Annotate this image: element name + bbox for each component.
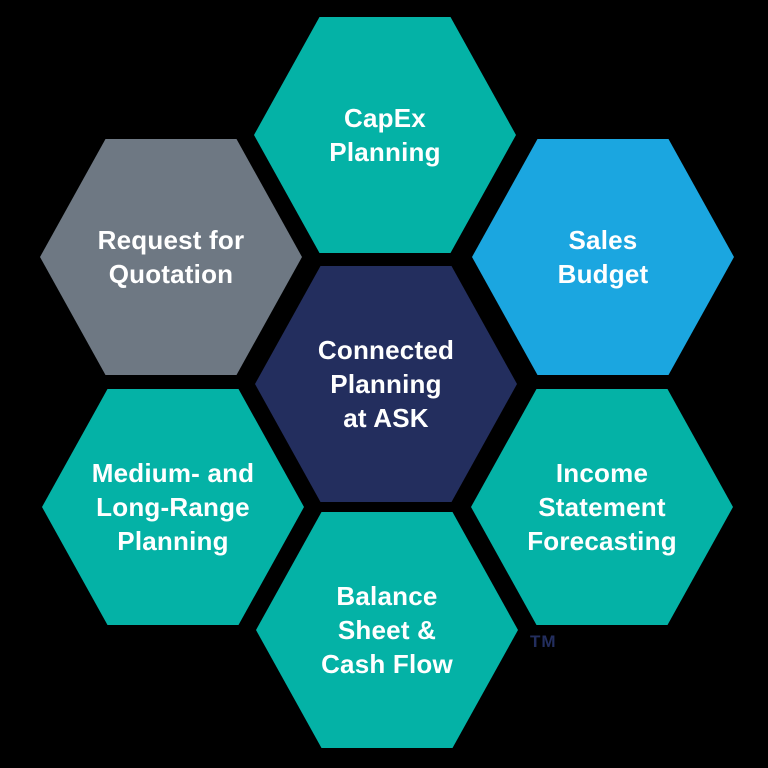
hexagon-capex-planning: CapEx Planning (254, 17, 516, 253)
label-line: Sheet & (337, 614, 437, 645)
hexagon-balance-sheet-cash-flow-label: Balance Sheet & Cash Flow (321, 579, 453, 682)
label-line: Long-Range (96, 491, 250, 522)
hexagon-capex-planning-label: CapEx Planning (329, 101, 440, 170)
hexagon-connected-planning-at-ask: Connected Planning at ASK (255, 266, 517, 502)
label-line: Planning (329, 137, 441, 167)
hexagon-sales-budget: Sales Budget (472, 139, 734, 375)
hexagon-medium-long-range-planning-label: Medium- and Long-Range Planning (92, 456, 255, 559)
hexagon-medium-long-range-planning: Medium- and Long-Range Planning (42, 389, 304, 625)
label-line: Balance (336, 580, 438, 611)
label-line: Planning (330, 368, 442, 399)
hexagon-income-statement-forecasting: Income Statement Forecasting (471, 389, 733, 625)
label-line: CapEx (344, 102, 426, 133)
hexagon-balance-sheet-cash-flow: Balance Sheet & Cash Flow (256, 512, 518, 748)
label-line: Quotation (108, 259, 234, 289)
label-line: Medium- and (91, 457, 255, 488)
hexagon-income-statement-forecasting-label: Income Statement Forecasting (527, 456, 677, 559)
hexagon-request-for-quotation-label: Request for Quotation (98, 223, 245, 292)
hexagon-sales-budget-label: Sales Budget (558, 223, 649, 292)
label-line: Budget (557, 259, 649, 289)
trademark-symbol: TM (530, 632, 557, 651)
label-line: Forecasting (527, 526, 677, 557)
label-line: at ASK (343, 403, 429, 434)
label-line: Planning (117, 526, 229, 557)
label-line: Income (555, 457, 649, 488)
label-line: Sales (568, 224, 638, 255)
label-line: Cash Flow (321, 649, 453, 680)
label-line: Request for (97, 224, 245, 255)
label-line: Statement (538, 491, 666, 522)
hexagon-request-for-quotation: Request for Quotation (40, 139, 302, 375)
label-line: Connected (317, 334, 455, 365)
hexagon-connected-planning-at-ask-label: Connected Planning at ASK (318, 333, 454, 436)
